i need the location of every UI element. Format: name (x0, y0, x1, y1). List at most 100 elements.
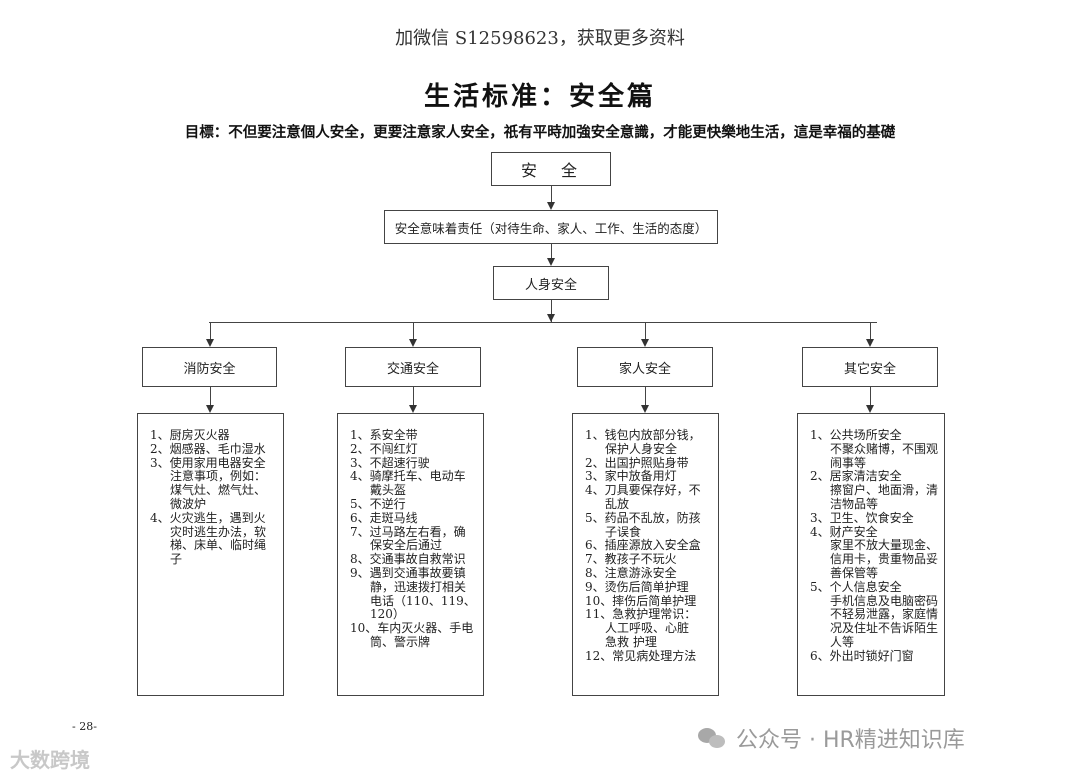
list-item: 10、车内灭火器、手电筒、警示牌 (350, 621, 477, 650)
list-item-line: 1、系安全带 (350, 428, 418, 442)
page-number: - 28- (72, 720, 97, 733)
header-note: 加微信 S12598623，获取更多资料 (395, 28, 685, 49)
connector (210, 322, 211, 339)
personal-safety-box: 人身安全 (493, 266, 609, 300)
list-item: 4、骑摩托车、电动车戴头盔 (350, 470, 477, 498)
list-item-line: 3、家中放备用灯 (585, 469, 677, 484)
connector (413, 387, 414, 405)
connector (645, 387, 646, 405)
list-item: 11、急救护理常识：人工呼吸、心脏急救 护理 (585, 608, 712, 649)
list-item-line: 静，迅速拨打相关 (370, 579, 467, 594)
list-item: 3、家中放备用灯 (585, 470, 712, 484)
arrow-icon (641, 339, 649, 347)
list-item: 8、交通事故自救常识 (350, 552, 477, 567)
list-item-line: 6、插座源放入安全盒 (585, 538, 701, 553)
list-item-line: 3、卫生、饮食安全 (810, 510, 914, 525)
list-item-line: 7、过马路左右看，确 (350, 524, 466, 539)
list-item-line: 善保管等 (830, 565, 879, 580)
list-item-line: 10、车内灭火器、手电 (350, 621, 474, 636)
list-item: 2、居家清洁安全擦窗户、地面滑，清洁物品等 (810, 470, 938, 511)
arrow-icon (641, 405, 649, 413)
arrow-icon (547, 202, 555, 210)
list-item-line: 不轻易泄露，家庭情 (830, 607, 939, 622)
list-item-line: 梯、床单、临时绳 (170, 538, 267, 553)
list-item-line: 保护人身安全 (605, 441, 678, 456)
list-item-line: 筒、警示牌 (370, 634, 431, 649)
list-item-line: 8、交通事故自救常识 (350, 552, 466, 567)
arrow-icon (547, 314, 555, 322)
list-item-line: 微波炉 (170, 496, 207, 511)
list-item-line: 3、不超速行驶 (350, 455, 430, 470)
list-item-line: 擦窗户、地面滑，清 (830, 483, 939, 498)
connector (551, 186, 552, 202)
connector (870, 322, 871, 339)
list-item: 7、过马路左右看，确保安全后通过 (350, 524, 477, 554)
arrow-icon (409, 339, 417, 347)
connector (210, 387, 211, 405)
list-item-line: 2、居家清洁安全 (810, 469, 902, 484)
list-item-line: 况及住址不告诉陌生 (830, 621, 939, 636)
list-item: 4、财产安全家里不放大量现金、信用卡，贵重物品妥善保管等 (810, 525, 939, 581)
list-item: 1、钱包内放部分钱，保护人身安全 (585, 428, 712, 457)
list-item: 8、注意游泳安全 (585, 566, 712, 581)
list-item: 9、烫伤后简单护理 (585, 579, 712, 595)
list-item-line: 1、钱包内放部分钱， (585, 428, 701, 442)
arrow-icon (547, 258, 555, 266)
list-item-line: 手机信息及电脑密码 (830, 593, 939, 608)
list-item: 4、火灾逃生，遇到火灾时逃生办法，软梯、床单、临时绳子 (150, 511, 277, 567)
list-item-line: 2、烟感器、毛巾湿水 (150, 441, 266, 456)
list-item-line: 人工呼吸、心脏 (605, 621, 690, 636)
category-box: 家人安全 (577, 347, 713, 387)
list-item-line: 6、走斑马线 (350, 510, 418, 525)
connector (551, 244, 552, 258)
connector (870, 387, 871, 405)
responsibility-box: 安全意味着责任（对待生命、家人、工作、生活的态度） (384, 210, 718, 244)
list-item: 7、教孩子不玩火 (585, 552, 712, 567)
list-item-line: 洁物品等 (830, 496, 879, 511)
list-item: 2、烟感器、毛巾湿水 (150, 441, 277, 457)
category-box: 交通安全 (345, 347, 481, 387)
list-item-line: 5、不逆行 (350, 496, 406, 511)
arrow-icon (206, 405, 214, 413)
list-item: 12、常见病处理方法 (585, 648, 712, 664)
list-item-line: 子误食 (605, 524, 642, 539)
list-item-line: 1、厨房灭火器 (150, 428, 230, 442)
list-item-line: 煤气灶、燃气灶、 (170, 483, 267, 498)
watermark-right-text: 公众号 · HR精进知识库 (736, 728, 965, 753)
list-item-line: 5、药品不乱放，防孩 (585, 510, 701, 525)
arrow-icon (866, 339, 874, 347)
list-item: 5、药品不乱放，防孩子误食 (585, 510, 712, 540)
list-item-line: 120） (370, 607, 405, 622)
root-box: 安 全 (491, 152, 611, 186)
list-item-line: 5、个人信息安全 (810, 579, 902, 594)
list-item-line: 1、公共场所安全 (810, 428, 902, 442)
list-item-line: 信用卡，贵重物品妥 (830, 552, 939, 567)
list-item-line: 9、烫伤后简单护理 (585, 579, 689, 594)
list-item-line: 电话（110、119、 (370, 593, 476, 608)
list-item-line: 3、使用家用电器安全 (150, 455, 266, 470)
page-title: 生活标准：安全篇 (423, 82, 656, 112)
arrow-icon (866, 405, 874, 413)
list-item-line: 12、常见病处理方法 (585, 648, 697, 663)
list-item: 2、出国护照贴身带 (585, 456, 712, 471)
list-item-line: 不聚众赌博，不围观 (830, 441, 939, 456)
list-item-line: 戴头盔 (370, 483, 407, 498)
list-item-line: 乱放 (605, 496, 630, 511)
list-item-line: 注意事项，例如： (170, 469, 267, 484)
list-item-line: 6、外出时锁好门窗 (810, 648, 914, 663)
list-item-line: 2、不闯红灯 (350, 441, 418, 456)
list-item: 6、外出时锁好门窗 (810, 648, 938, 664)
connector (413, 322, 414, 339)
list-item-line: 9、遇到交通事故要镇 (350, 565, 466, 580)
list-item: 4、刀具要保存好，不乱放 (585, 483, 712, 512)
list-item-line: 7、教孩子不玩火 (585, 552, 677, 567)
list-item: 3、不超速行驶 (350, 455, 477, 471)
list-item: 3、使用家用电器安全注意事项，例如：煤气灶、燃气灶、微波炉 (150, 455, 277, 512)
list-item: 5、不逆行 (350, 496, 477, 512)
branch-line (209, 322, 877, 323)
list-item-line: 10、摔伤后简单护理 (585, 593, 697, 608)
